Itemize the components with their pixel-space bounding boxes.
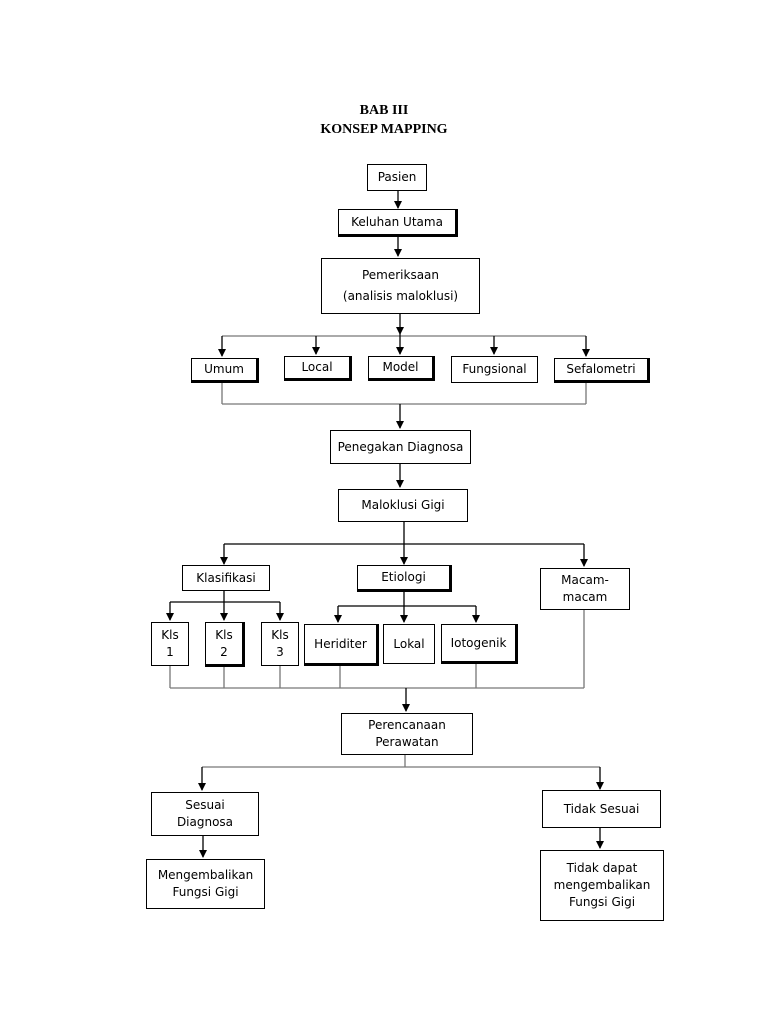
node-kls2-line2: 2 [220, 644, 228, 659]
node-perencanaan-perawatan: Perencanaan Perawatan [341, 713, 473, 755]
node-heriditer: Heriditer [304, 624, 379, 666]
node-kls1-line2: 1 [166, 645, 174, 659]
node-sefalometri: Sefalometri [554, 358, 650, 383]
node-klasifikasi-label: Klasifikasi [196, 570, 256, 585]
node-fungsional: Fungsional [451, 356, 538, 383]
node-pemeriksaan-line2: (analisis maloklusi) [342, 289, 459, 303]
node-tidak-dapat-line1: Tidak dapat [566, 861, 638, 875]
node-sesuai-diagnosa-line2: Diagnosa [176, 815, 234, 829]
node-macam-macam: Macam- macam [540, 568, 630, 610]
node-local: Local [284, 356, 352, 381]
node-sefalometri-label: Sefalometri [566, 362, 636, 376]
node-umum-label: Umum [204, 362, 244, 376]
node-tidak-dapat-line3: Fungsi Gigi [568, 895, 636, 909]
node-tidak-sesuai: Tidak Sesuai [542, 790, 661, 828]
node-kls1-line1: Kls [161, 628, 179, 642]
node-tidak-dapat: Tidak dapat mengembalikan Fungsi Gigi [540, 850, 664, 921]
node-local-label: Local [301, 360, 333, 374]
node-lokal-label: Lokal [393, 636, 425, 651]
node-keluhan-utama-label: Keluhan Utama [351, 214, 443, 229]
node-kls2: Kls 2 [205, 622, 245, 667]
node-kls3: Kls 3 [261, 622, 299, 666]
node-etiologi: Etiologi [357, 565, 452, 592]
node-mengembalikan-line1: Mengembalikan [157, 868, 254, 882]
node-penegakan-diagnosa-label: Penegakan Diagnosa [337, 439, 464, 454]
node-kls2-line1: Kls [215, 627, 233, 642]
node-kls3-line1: Kls [271, 628, 289, 642]
node-heriditer-label: Heriditer [314, 636, 367, 651]
node-mengembalikan: Mengembalikan Fungsi Gigi [146, 859, 265, 909]
node-mengembalikan-line2: Fungsi Gigi [172, 885, 239, 899]
node-model-label: Model [382, 360, 419, 374]
node-macam-macam-line2: macam [562, 590, 608, 604]
node-tidak-dapat-line2: mengembalikan [553, 878, 651, 892]
node-macam-macam-line1: Macam- [561, 573, 609, 587]
node-tidak-sesuai-label: Tidak Sesuai [563, 801, 640, 816]
node-umum: Umum [191, 358, 259, 383]
node-pasien: Pasien [367, 164, 427, 191]
node-model: Model [368, 356, 435, 381]
node-pemeriksaan-line1: Pemeriksaan [361, 268, 440, 282]
node-etiologi-label: Etiologi [381, 570, 426, 584]
node-perencanaan-line1: Perencanaan [368, 718, 446, 732]
node-pasien-label: Pasien [377, 170, 417, 184]
node-iotogenik-label: Iotogenik [450, 635, 507, 650]
node-keluhan-utama: Keluhan Utama [338, 209, 458, 237]
node-penegakan-diagnosa: Penegakan Diagnosa [330, 430, 471, 464]
node-maloklusi-gigi: Maloklusi Gigi [338, 489, 468, 522]
page-title: BAB III [359, 103, 409, 118]
page-subtitle: KONSEP MAPPING [320, 122, 448, 137]
node-perencanaan-line2: Perawatan [375, 735, 439, 749]
node-sesuai-diagnosa-line1: Sesuai [185, 798, 225, 812]
node-maloklusi-gigi-label: Maloklusi Gigi [361, 498, 445, 512]
node-kls3-line2: 3 [276, 645, 284, 659]
node-kls1: Kls 1 [151, 622, 189, 666]
node-iotogenik: Iotogenik [441, 624, 518, 664]
node-lokal: Lokal [383, 624, 435, 664]
node-klasifikasi: Klasifikasi [182, 565, 270, 591]
node-pemeriksaan: Pemeriksaan (analisis maloklusi) [321, 258, 480, 314]
node-sesuai-diagnosa: Sesuai Diagnosa [151, 792, 259, 836]
node-fungsional-label: Fungsional [462, 362, 527, 376]
